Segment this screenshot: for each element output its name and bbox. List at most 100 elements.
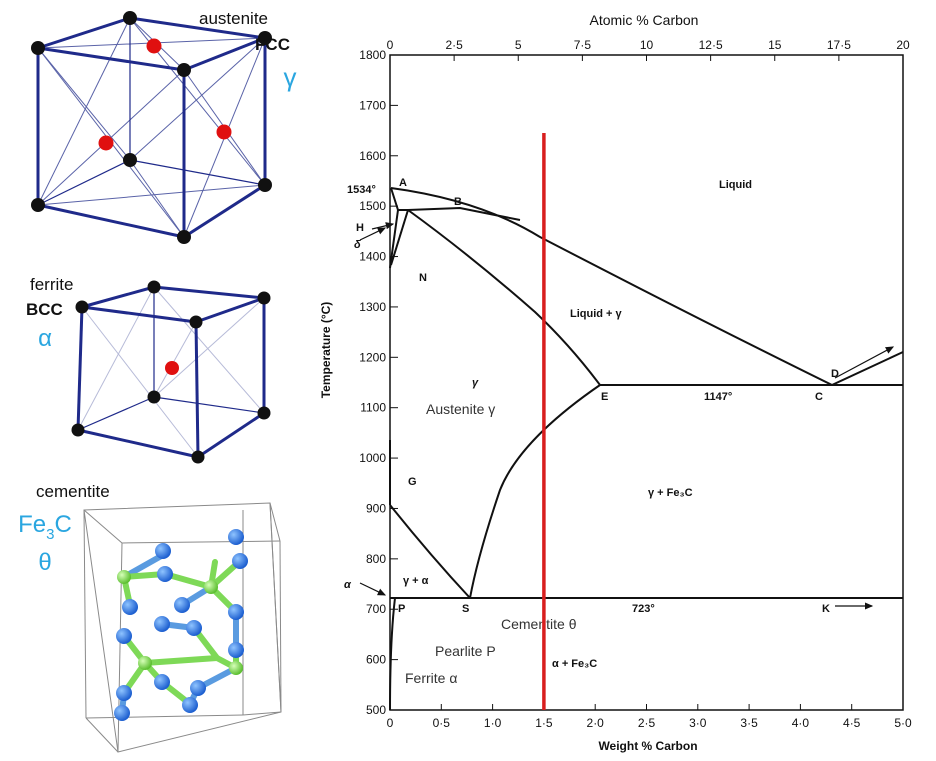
- bottom-tick-label: 0: [387, 716, 394, 730]
- bottom-tick-label: 5·0: [894, 716, 912, 730]
- ferrite-overlay: Ferrite α: [405, 670, 457, 686]
- region-liquid: Liquid: [719, 179, 752, 191]
- cementite-fe-atoms: [114, 529, 248, 721]
- cementite-overlay: Cementite θ: [501, 616, 577, 632]
- bcc-body-diagonals: [77, 286, 265, 458]
- point-g: G: [408, 476, 417, 488]
- top-tick-label: 20: [896, 38, 910, 52]
- y-tick-label: 1500: [359, 199, 386, 213]
- fcc-unit-cell: austenite FCC γ: [31, 9, 297, 244]
- top-axis-title: Atomic % Carbon: [590, 12, 699, 28]
- delta-label: δ: [354, 239, 361, 251]
- point-e: E: [601, 391, 608, 403]
- alpha-symbol: α: [38, 325, 52, 352]
- top-tick-label: 10: [640, 38, 654, 52]
- bcc-unit-cell: ferrite BCC α: [26, 275, 271, 464]
- bcc-front-edges: [76, 285, 266, 459]
- top-tick-label: 15: [768, 38, 782, 52]
- a3-line: [389, 504, 471, 599]
- y-axis-title: Temperature (°C): [319, 302, 333, 399]
- fcc-back-edges: [37, 18, 266, 206]
- region-gamma-fe3c: γ + Fe₃C: [648, 487, 693, 499]
- point-n: N: [419, 272, 427, 284]
- region-gamma: γ: [472, 377, 479, 389]
- alpha-pointer-label: α: [344, 579, 352, 591]
- point-k: K: [822, 603, 830, 615]
- phase-boundaries: [389, 187, 904, 711]
- bcc-body-center-atom: [165, 361, 179, 375]
- ferrite-label: ferrite: [30, 275, 73, 294]
- fcc-front-edges: [36, 16, 267, 239]
- y-tick-label: 500: [366, 703, 386, 717]
- point-s: S: [462, 603, 469, 615]
- austenite-overlay: Austenite γ: [426, 401, 495, 417]
- austenite-label: austenite: [199, 9, 268, 28]
- bcc-corner-atoms: [71, 280, 271, 464]
- y-tick-label: 900: [366, 501, 386, 515]
- bottom-axis-title: Weight % Carbon: [598, 739, 697, 753]
- y-tick-label: 1300: [359, 300, 386, 314]
- bottom-tick-label: 4·5: [843, 716, 861, 730]
- y-tick-label: 700: [366, 602, 386, 616]
- y-tick-label: 1800: [359, 48, 386, 62]
- point-b: B: [454, 196, 462, 208]
- delta-region-upper: [390, 187, 408, 211]
- cementite-unit-cell: cementite Fe3C θ: [18, 482, 282, 753]
- point-c: C: [815, 391, 823, 403]
- peritectic-line: [407, 206, 521, 221]
- acm-line: [469, 384, 601, 599]
- arrows: [359, 222, 895, 610]
- liquidus-line: [390, 187, 833, 386]
- point-p: P: [398, 603, 405, 615]
- region-liquid-gamma: Liquid + γ: [570, 308, 623, 320]
- top-tick-label: 7·5: [574, 38, 592, 52]
- top-axis-ticks: 0 2·5 5 7·5 10 12·5 15 17·5 20: [387, 38, 910, 61]
- delta-gamma-line: [390, 209, 409, 266]
- liquidus-extension: [831, 351, 904, 386]
- top-tick-label: 17·5: [827, 38, 851, 52]
- point-labels: A B H N E C D G S P K 1534° 1147° 723° δ…: [344, 177, 839, 615]
- point-h: H: [356, 222, 364, 234]
- bottom-tick-label: 3·0: [689, 716, 707, 730]
- overlay-labels: Austenite γ Cementite θ Pearlite P Ferri…: [405, 401, 577, 686]
- solidus-line: [407, 209, 601, 386]
- y-tick-label: 1400: [359, 250, 386, 264]
- top-tick-label: 12·5: [699, 38, 723, 52]
- y-tick-label: 1100: [360, 401, 386, 415]
- alpha-solvus-line: [389, 597, 396, 711]
- fcc-label: FCC: [255, 35, 290, 54]
- pearlite-overlay: Pearlite P: [435, 643, 496, 659]
- bottom-tick-label: 1·0: [484, 716, 502, 730]
- y-tick-label: 1000: [359, 451, 386, 465]
- top-tick-label: 5: [515, 38, 522, 52]
- bottom-tick-label: 3·5: [740, 716, 758, 730]
- cementite-bonds: [119, 552, 243, 716]
- region-alpha-fe3c: α + Fe₃C: [552, 658, 597, 670]
- temp-723: 723°: [632, 603, 655, 615]
- region-gamma-alpha: γ + α: [403, 575, 429, 587]
- y-tick-label: 800: [366, 552, 386, 566]
- top-tick-label: 0: [387, 38, 394, 52]
- theta-symbol: θ: [38, 549, 51, 576]
- bottom-tick-label: 1·5: [535, 716, 553, 730]
- point-a: A: [399, 177, 407, 189]
- bcc-label: BCC: [26, 300, 63, 319]
- y-tick-label: 1600: [359, 149, 386, 163]
- cementite-formula: Fe3C: [18, 511, 72, 543]
- bottom-tick-label: 2·0: [587, 716, 605, 730]
- temp-1534: 1534°: [347, 184, 376, 196]
- bcc-back-edges: [77, 287, 265, 431]
- y-tick-label: 600: [366, 653, 386, 667]
- bottom-tick-label: 0·5: [433, 716, 451, 730]
- top-tick-label: 2·5: [445, 38, 463, 52]
- point-d: D: [831, 368, 839, 380]
- temp-1147: 1147°: [704, 391, 732, 403]
- gamma-symbol: γ: [284, 62, 297, 92]
- y-axis-ticks: 1800170016001500140013001200110010009008…: [359, 48, 398, 717]
- bottom-tick-label: 4·0: [792, 716, 810, 730]
- phase-diagram: Atomic % Carbon 0 2·5 5 7·5 10 12·5 15 17·5 20 0…: [319, 12, 912, 753]
- y-tick-label: 1200: [359, 350, 386, 364]
- cementite-c-atoms: [117, 570, 243, 675]
- fcc-face-center-atoms: [98, 38, 232, 151]
